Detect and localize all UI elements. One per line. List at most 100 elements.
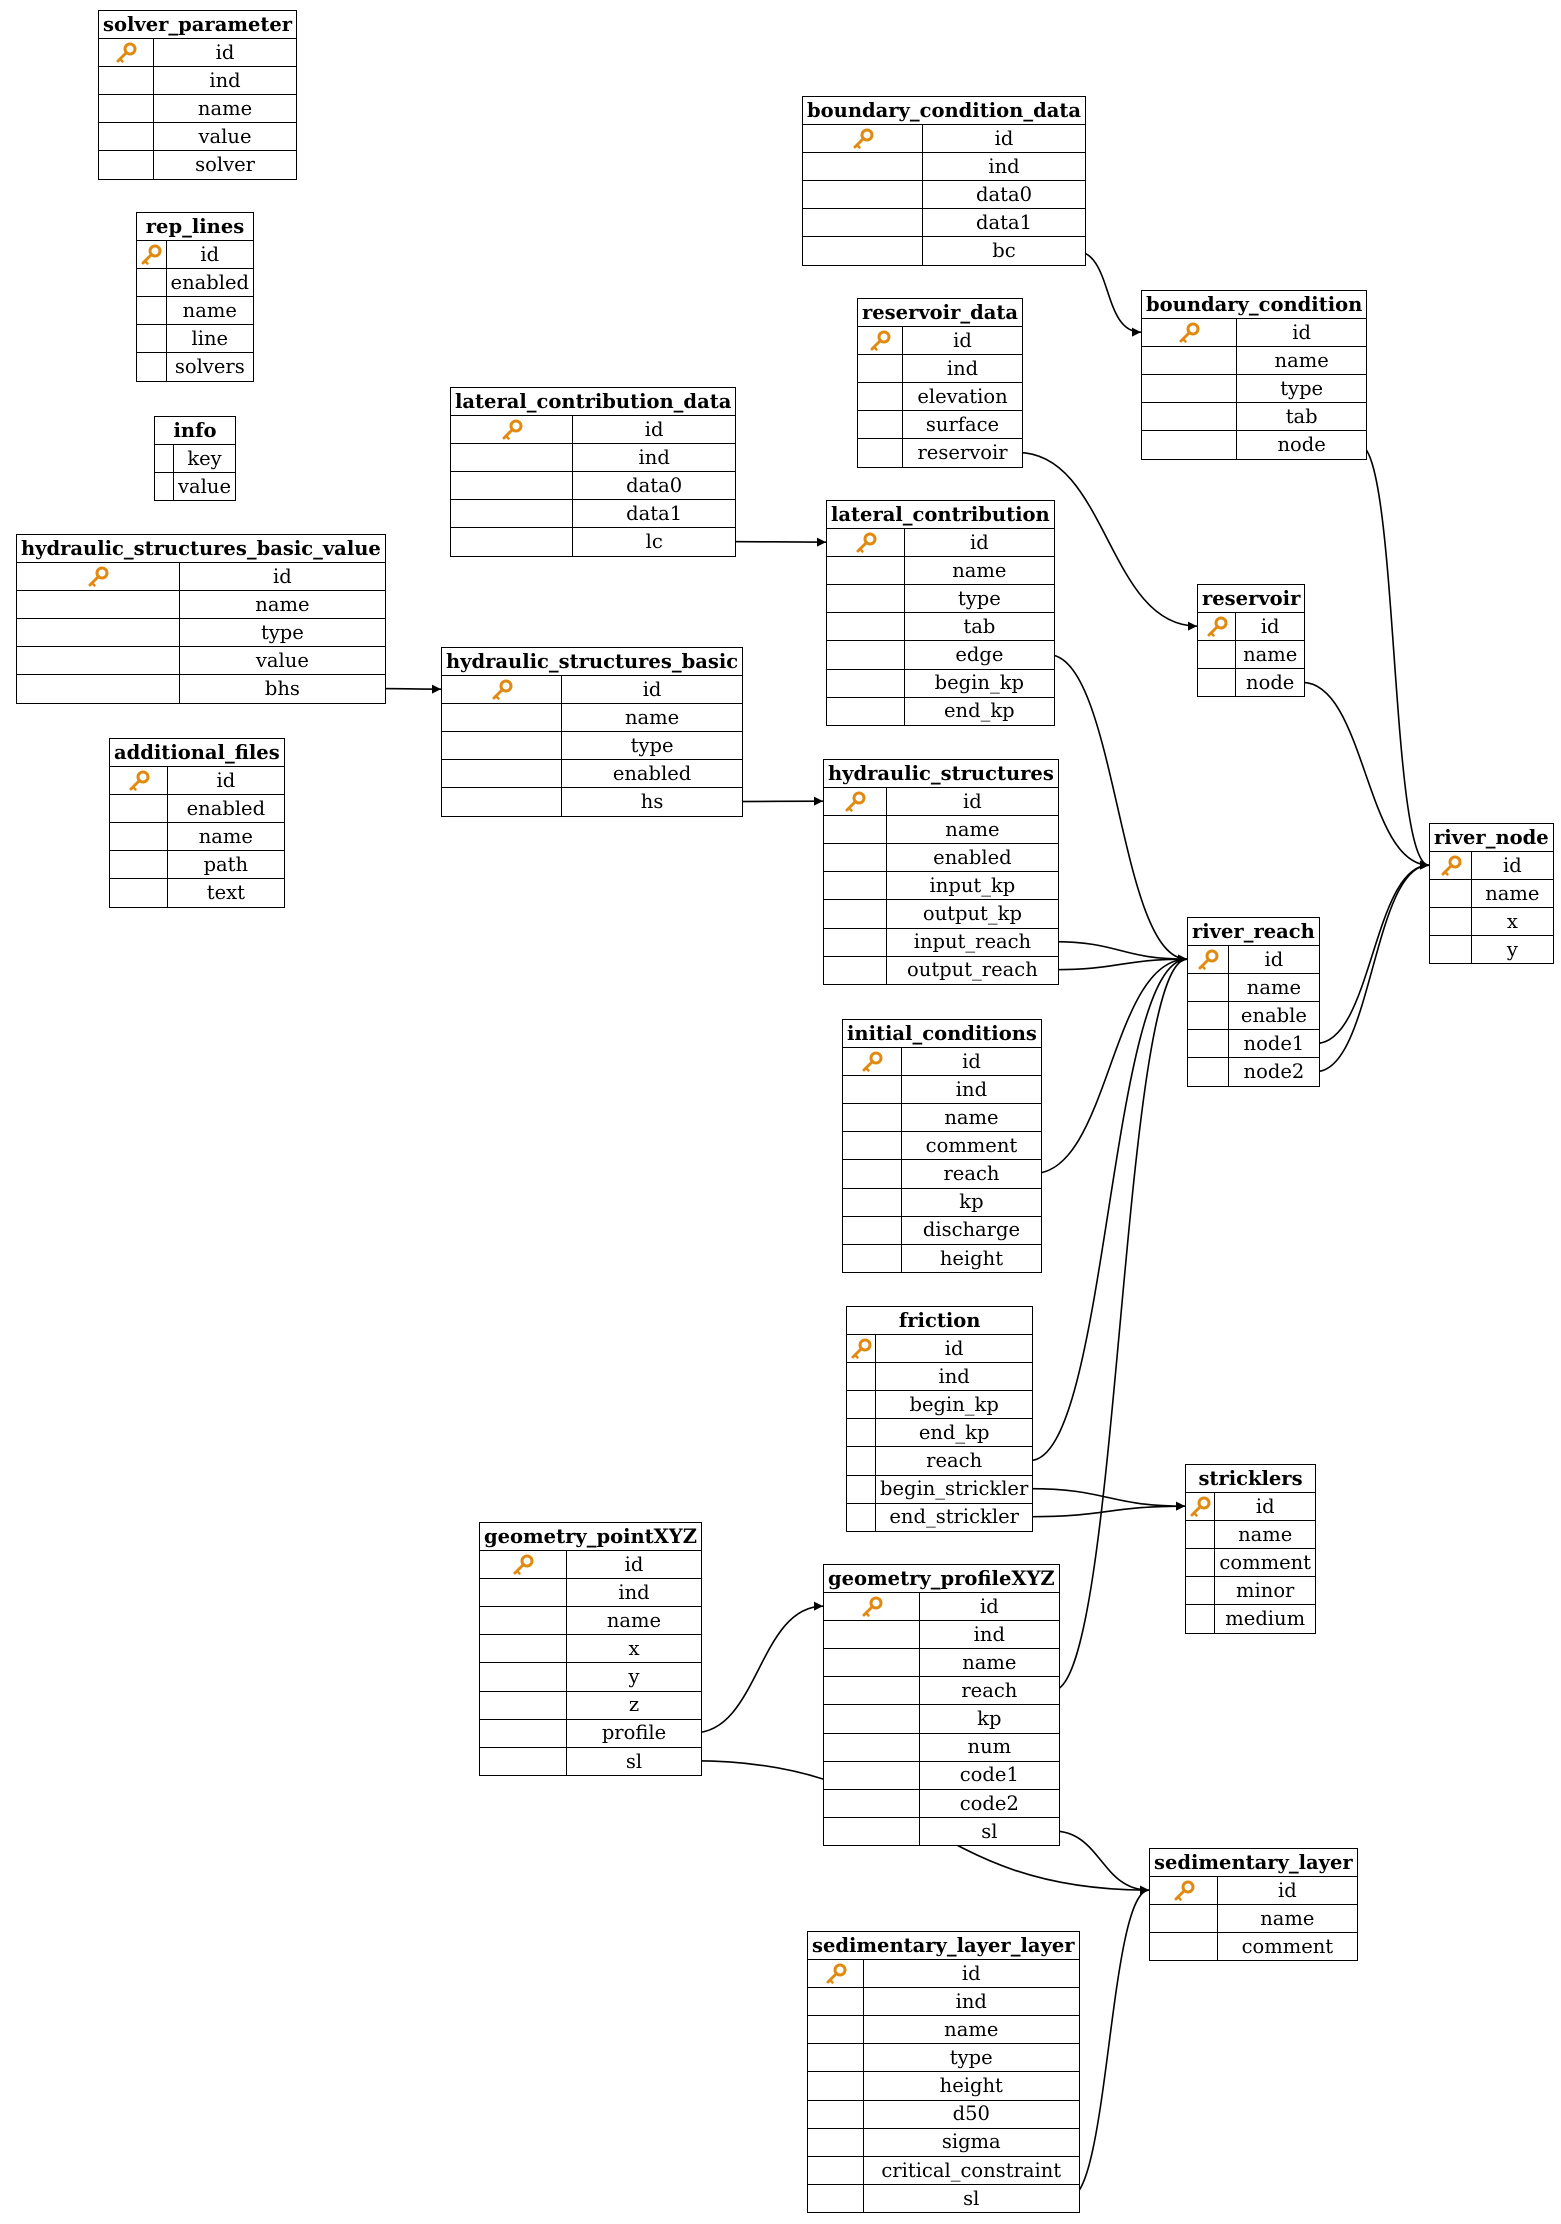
field-row: id: [16, 562, 386, 592]
field-row: line: [136, 324, 255, 354]
field-row: type: [826, 584, 1055, 614]
key-cell: [479, 1662, 567, 1692]
field-row: sl: [479, 1746, 702, 1776]
field-data1: data1: [922, 208, 1086, 238]
table-title: hydraulic_structures_basic: [440, 646, 744, 677]
field-row: value: [153, 472, 236, 502]
field-id: id: [1471, 851, 1554, 881]
key-cell: [136, 324, 167, 354]
key-cell: [136, 240, 167, 270]
field-row: tab: [1141, 402, 1368, 432]
field-solver: solver: [152, 150, 298, 180]
key-cell: [1184, 1492, 1216, 1522]
field-name: name: [165, 296, 255, 326]
key-cell: [16, 674, 180, 704]
field-end_kp: end_kp: [904, 696, 1055, 726]
field-x: x: [566, 1634, 702, 1664]
key-cell: [823, 899, 887, 929]
field-row: name: [98, 94, 298, 124]
key-cell: [846, 1446, 876, 1476]
field-reach: reach: [919, 1676, 1060, 1706]
key-cell: [1141, 402, 1237, 432]
field-edge: edge: [904, 640, 1055, 670]
relation-sedimentary_layer_layer-sl-to-sedimentary_layer: [1068, 1885, 1150, 2199]
field-row: code1: [823, 1760, 1060, 1790]
key-icon: [850, 1336, 872, 1359]
field-critical_constraint: critical_constraint: [863, 2155, 1080, 2185]
key-cell: [1149, 1876, 1218, 1906]
key-cell: [823, 1788, 920, 1818]
table-title: friction: [845, 1305, 1034, 1336]
field-id: id: [922, 124, 1086, 154]
key-cell: [823, 1760, 920, 1790]
field-value: value: [179, 646, 386, 676]
key-cell: [823, 843, 887, 873]
field-row: input_kp: [823, 871, 1059, 901]
field-row: ind: [807, 1987, 1080, 2017]
field-row: x: [479, 1634, 702, 1664]
field-kp: kp: [919, 1704, 1060, 1734]
field-row: edge: [826, 640, 1055, 670]
table-title: stricklers: [1185, 1463, 1316, 1494]
field-row: ind: [450, 443, 737, 473]
field-enabled: enabled: [167, 794, 285, 824]
field-minor: minor: [1214, 1576, 1316, 1606]
key-icon: [87, 564, 109, 587]
relation-lateral_contribution-edge-to-river_reach: [1047, 653, 1188, 964]
field-row: name: [823, 815, 1059, 845]
field-tab: tab: [904, 612, 1055, 642]
field-begin_kp: begin_kp: [874, 1390, 1034, 1420]
key-icon: [844, 789, 866, 812]
field-num: num: [919, 1732, 1060, 1762]
field-begin_kp: begin_kp: [904, 668, 1055, 698]
key-cell: [450, 415, 573, 445]
field-node1: node1: [1228, 1029, 1320, 1059]
key-cell: [479, 1690, 567, 1720]
key-cell: [1187, 1029, 1229, 1059]
field-row: node: [1141, 430, 1368, 460]
relation-hydraulic_structures-input_reach-to-river_reach: [1052, 940, 1188, 964]
field-id: id: [152, 38, 298, 68]
key-cell: [1429, 935, 1472, 965]
key-cell: [823, 1676, 920, 1706]
key-cell: [98, 122, 154, 152]
field-row: output_kp: [823, 899, 1059, 929]
field-id: id: [904, 528, 1055, 558]
field-node: node: [1235, 430, 1368, 460]
field-name: name: [1217, 1904, 1358, 1934]
field-data0: data0: [571, 471, 737, 501]
field-row: id: [1197, 612, 1306, 642]
key-cell: [826, 528, 905, 558]
field-id: id: [901, 1047, 1042, 1077]
key-cell: [807, 2127, 864, 2157]
field-ind: ind: [922, 152, 1086, 182]
key-cell: [846, 1474, 876, 1504]
key-cell: [826, 584, 905, 614]
relation-hydraulic_structures-output_reach-to-river_reach: [1052, 954, 1188, 971]
key-cell: [1184, 1520, 1216, 1550]
field-name: name: [152, 94, 298, 124]
field-row: input_reach: [823, 927, 1059, 957]
field-row: type: [441, 731, 744, 761]
key-cell: [826, 556, 905, 586]
field-input_kp: input_kp: [886, 871, 1059, 901]
key-cell: [98, 66, 154, 96]
key-cell: [807, 1959, 864, 1989]
table-title: river_reach: [1187, 916, 1320, 947]
field-type: type: [560, 731, 744, 761]
key-cell: [1429, 907, 1472, 937]
key-cell: [842, 1131, 902, 1161]
field-row: id: [823, 1592, 1060, 1622]
field-sl: sl: [863, 2183, 1080, 2213]
field-row: id: [479, 1550, 702, 1580]
field-row: enabled: [109, 794, 285, 824]
field-row: name: [441, 703, 744, 733]
field-row: ind: [98, 66, 298, 96]
